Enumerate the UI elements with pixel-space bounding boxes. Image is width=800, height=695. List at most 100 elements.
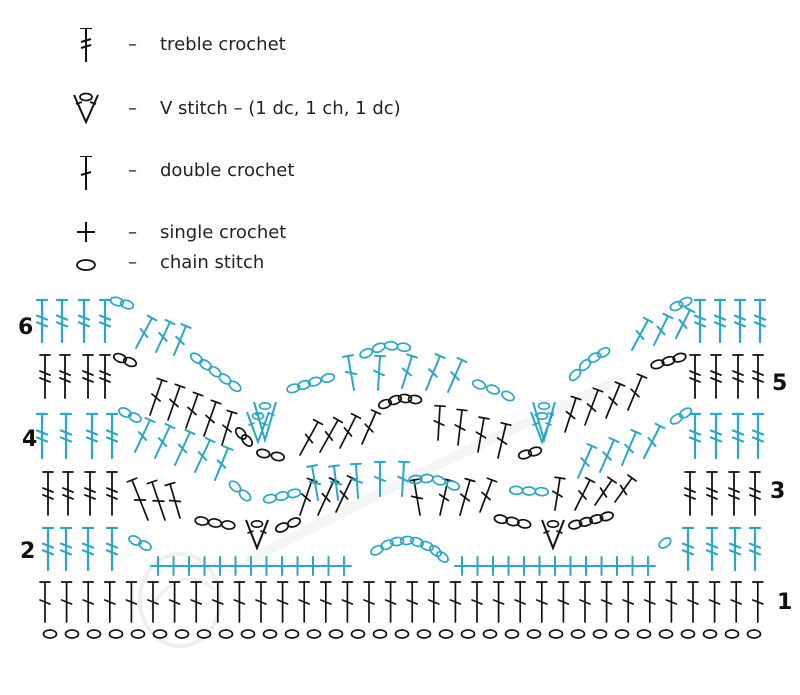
legend-label-dc: double crochet xyxy=(160,160,295,181)
chain-stitch xyxy=(678,296,693,308)
stitch-bar xyxy=(578,490,587,500)
stitch-bar xyxy=(35,314,49,321)
stitch-top-bar xyxy=(464,477,476,483)
chain-stitch xyxy=(680,629,696,639)
stitch-top-bar xyxy=(486,477,498,483)
v-stitch-chain xyxy=(258,401,272,410)
stitch-bar xyxy=(496,437,508,445)
legend-label-sc: single crochet xyxy=(160,222,287,243)
stitch-bar xyxy=(728,487,740,493)
stitch-bar xyxy=(276,599,289,605)
stitch-bar xyxy=(168,499,182,503)
stitch-bar xyxy=(428,368,438,378)
stitch-bar xyxy=(709,436,723,443)
chain-stitch xyxy=(592,629,608,639)
chain-stitch xyxy=(189,352,204,365)
v-stitch-bar xyxy=(247,530,254,534)
chain-stitch xyxy=(399,535,415,546)
chain-stitch xyxy=(196,629,212,639)
stitch-bar xyxy=(514,599,527,605)
stitch-bar xyxy=(169,398,179,408)
chain-stitch xyxy=(274,490,290,502)
stitch-bar xyxy=(255,599,267,605)
stitch-bar xyxy=(684,487,696,493)
chain-stitch xyxy=(471,379,487,390)
row-label-6: 6 xyxy=(18,315,33,340)
stitch-bar xyxy=(752,377,764,383)
chain-stitch xyxy=(64,629,80,639)
stitch-bar xyxy=(705,542,719,549)
stitch-bar xyxy=(82,599,95,605)
stitch-top-bar xyxy=(398,460,410,464)
chain-stitch xyxy=(240,629,256,639)
stitch-bar xyxy=(751,429,765,436)
stitch-bar xyxy=(321,492,331,503)
chain-stitch xyxy=(548,629,564,639)
stitch-bar xyxy=(687,599,699,605)
stitch-bar xyxy=(681,542,695,549)
stitch-bar xyxy=(693,321,707,328)
stitch-bar xyxy=(753,321,767,328)
stitch-bar xyxy=(710,377,722,383)
chain-stitch xyxy=(570,629,586,639)
legend-dash: – xyxy=(128,160,137,181)
chain-stitch xyxy=(669,413,684,425)
stitch-top-bar xyxy=(370,409,382,415)
stitch-bar xyxy=(630,388,640,398)
chain-stitch xyxy=(372,629,388,639)
stitch-top-bar xyxy=(456,408,468,412)
stitch-bar xyxy=(59,370,71,376)
chain-stitch xyxy=(445,480,461,491)
v-stitch-bar xyxy=(547,412,554,416)
stitch-top-bar xyxy=(478,416,490,420)
stitch-top-bar xyxy=(654,422,666,430)
stitch-bar xyxy=(753,314,767,321)
stitch-bar xyxy=(580,457,590,467)
stitch-bar xyxy=(308,480,322,486)
stitch-bar xyxy=(35,429,49,436)
chain-stitch xyxy=(207,518,223,528)
stitch-top-bar xyxy=(627,474,637,482)
chain-stitch xyxy=(658,629,674,639)
chain-stitch xyxy=(370,544,384,556)
v-stitch-bar xyxy=(261,422,268,426)
stitch-bar xyxy=(55,321,69,328)
stitch-bar xyxy=(99,370,111,376)
stitch-top-bar xyxy=(156,377,168,383)
chain-stitch xyxy=(174,629,190,639)
stitch-bar xyxy=(35,436,49,443)
chain-stitch xyxy=(218,629,234,639)
v-stitch-bar xyxy=(268,412,275,416)
stitch-bar xyxy=(77,321,91,328)
chain-stitch xyxy=(482,629,498,639)
stitch-top-bar xyxy=(328,477,340,483)
chain-stitch xyxy=(152,629,168,639)
chain-stitch xyxy=(255,448,271,459)
stitch-bar xyxy=(343,427,353,437)
legend-row-treble: – treble crochet xyxy=(60,28,460,62)
stitch-bar xyxy=(82,370,94,376)
stitch-top-bar xyxy=(222,445,234,451)
v-stitch-chain xyxy=(250,519,264,528)
stitch-bar xyxy=(137,431,148,441)
chain-stitch xyxy=(409,536,425,548)
chain-stitch xyxy=(416,629,432,639)
chain-stitch xyxy=(396,342,412,353)
stitch-top-bar xyxy=(684,306,696,314)
stitch-bar xyxy=(190,599,203,605)
double-crochet-icon xyxy=(80,156,92,190)
stitch-bar xyxy=(459,493,471,502)
v-stitch-icon xyxy=(73,92,99,125)
row-labels: 1 2 3 4 5 6 xyxy=(18,315,792,615)
chain-stitch xyxy=(350,629,366,639)
v-stitch-bar xyxy=(255,412,262,416)
stitch-top-bar xyxy=(570,395,582,401)
stitch-top-bar xyxy=(184,428,196,436)
stitch-bar xyxy=(384,599,397,605)
stitch-bar xyxy=(35,321,49,328)
legend-label-treble: treble crochet xyxy=(160,34,286,55)
stitch-bar xyxy=(98,314,112,321)
stitch-bar xyxy=(731,436,745,443)
stitch-top-bar xyxy=(350,412,362,420)
stitch-bar xyxy=(728,494,740,500)
